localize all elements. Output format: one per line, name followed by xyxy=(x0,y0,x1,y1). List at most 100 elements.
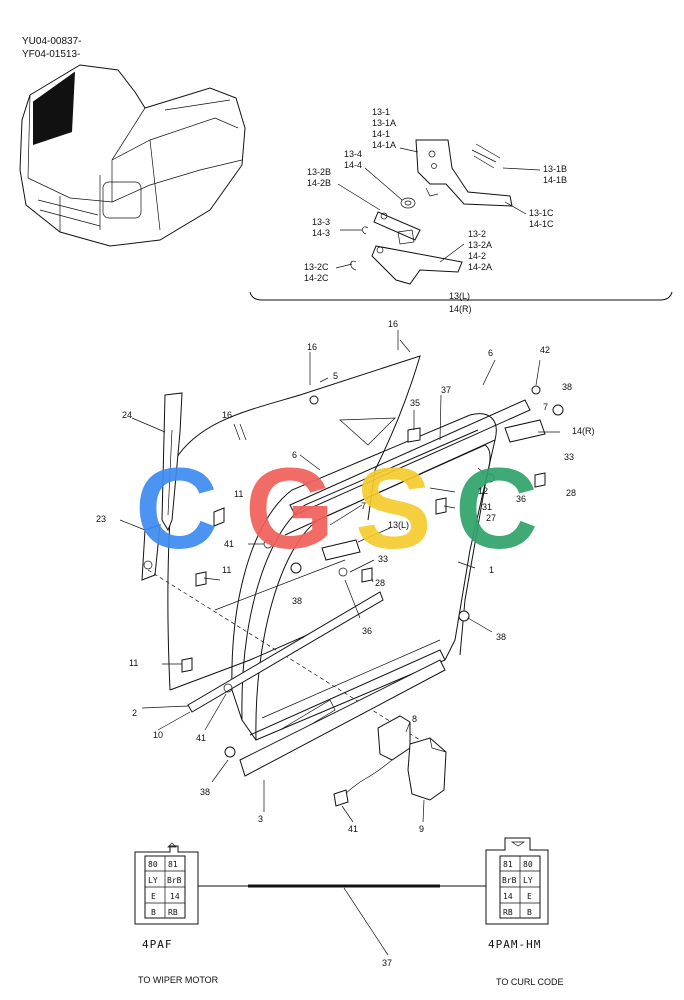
callout-14-1: 14-1 xyxy=(372,129,390,139)
callout-11-bottom: 11 xyxy=(129,658,138,668)
main-callouts: 16 16 5 6 42 37 38 35 7 24 16 14(R) 6 33… xyxy=(96,319,595,834)
callout-38-bottom: 38 xyxy=(200,787,210,797)
callout-41-top: 41 xyxy=(224,539,234,549)
callout-16-top: 16 xyxy=(388,319,398,329)
washer-tank-9 xyxy=(407,737,447,801)
door-assembly xyxy=(119,330,564,823)
callout-14-2: 14-2 xyxy=(468,251,486,261)
callout-14-3: 14-3 xyxy=(312,228,330,238)
callout-27: 27 xyxy=(486,513,496,523)
doc-code-1: YU04-00837- xyxy=(22,36,81,47)
watermark-letter-g: G xyxy=(245,445,334,573)
callout-36-mid: 36 xyxy=(362,626,372,636)
callout-13l: 13(L) xyxy=(388,520,409,530)
callout-5: 5 xyxy=(333,371,338,381)
callout-13-1b: 13-1B xyxy=(543,164,567,174)
callout-16-left: 16 xyxy=(307,342,317,352)
callout-9: 9 xyxy=(419,824,424,834)
callout-13-2b: 13-2B xyxy=(307,167,331,177)
callout-14-2b: 14-2B xyxy=(307,178,331,188)
hinge-14r xyxy=(504,419,546,443)
rod-6 xyxy=(289,399,531,516)
link-13-2 xyxy=(371,245,463,285)
wire-41 xyxy=(339,759,393,801)
link-13-2b xyxy=(373,211,421,241)
cell-4paf-r4c1: B xyxy=(151,908,156,917)
callout-14r: 14(R) xyxy=(572,426,595,436)
callout-37-top: 37 xyxy=(441,385,451,395)
callout-14-4: 14-4 xyxy=(344,160,362,170)
callout-14-1b: 14-1B xyxy=(543,175,567,185)
clip-13-2c xyxy=(350,260,357,271)
watermark-letter-c2: C xyxy=(455,445,538,573)
rail-10 xyxy=(187,591,384,713)
callout-14r-bracket: 14(R) xyxy=(449,304,472,314)
callout-7-mid: 7 xyxy=(361,501,366,511)
clip-11-a xyxy=(213,507,225,527)
callout-14-1a: 14-1A xyxy=(372,140,396,150)
bolt-42 xyxy=(531,385,541,395)
doc-code-2: YF04-01513- xyxy=(22,49,80,60)
hinge-detail xyxy=(249,139,673,301)
callout-14-1c: 14-1C xyxy=(529,219,554,229)
arm-23 xyxy=(141,524,161,581)
watermark-letter-s: S xyxy=(355,445,432,573)
callout-37-cable: 37 xyxy=(382,958,392,968)
callout-11-mid: 11 xyxy=(222,565,231,575)
cell-4paf-r1c1: 80 xyxy=(148,860,158,869)
clip-11-c xyxy=(181,657,193,673)
upper-glass-2 xyxy=(174,355,421,521)
callout-13-3: 13-3 xyxy=(312,217,330,227)
callout-16-mid: 16 xyxy=(222,410,232,420)
callout-13-1: 13-1 xyxy=(372,107,390,117)
callout-35: 35 xyxy=(410,398,420,408)
wiper-motor-8 xyxy=(377,715,411,761)
cell-4paf-r2c1: LY xyxy=(148,876,158,885)
callout-6-right: 6 xyxy=(488,348,493,358)
cell-4paf-r4c2: RB xyxy=(168,908,178,917)
watermark: C G S C xyxy=(135,445,538,573)
bolt-5 xyxy=(309,395,319,405)
callout-38-top-right: 38 xyxy=(562,382,572,392)
door-frame-1 xyxy=(231,413,497,691)
clip-11-b xyxy=(195,571,207,587)
callout-3: 3 xyxy=(258,814,263,824)
clamp-41-b xyxy=(223,683,233,693)
callout-28-mid: 28 xyxy=(375,578,385,588)
bumper-38-c xyxy=(224,746,236,758)
callout-13-4: 13-4 xyxy=(344,149,362,159)
bumper-38-d xyxy=(552,404,564,416)
callout-24: 24 xyxy=(122,410,132,420)
cell-4pam-r3c1: 14 xyxy=(503,892,513,901)
callout-38-mid: 38 xyxy=(292,596,302,606)
cab-thumbnail xyxy=(19,64,246,247)
callout-12: 12 xyxy=(478,486,488,496)
callout-10: 10 xyxy=(153,730,163,740)
callout-23: 23 xyxy=(96,514,106,524)
callout-33-right: 33 xyxy=(564,452,574,462)
clip-13-3 xyxy=(362,226,369,235)
connector-4pam-hm-name: 4PAM-HM xyxy=(488,938,541,951)
callout-1: 1 xyxy=(489,565,494,575)
cell-4pam-r3c2: E xyxy=(527,892,532,901)
spring-13-1b xyxy=(471,143,501,169)
connector-4pam-hm: 81 80 BrB LY 14 E RB B 4PAM-HM TO CURL C… xyxy=(485,837,564,987)
callout-11-top: 11 xyxy=(234,489,243,499)
bolt-28-a xyxy=(534,472,546,488)
cell-4pam-r2c2: LY xyxy=(523,876,533,885)
clip-36-b xyxy=(338,567,348,577)
cell-4paf-r3c2: 14 xyxy=(170,892,180,901)
callout-6-left: 6 xyxy=(292,450,297,460)
connector-4paf: 80 81 LY BrB E 14 B RB 4PAF TO WIPER MOT… xyxy=(134,842,219,985)
callout-38-right: 38 xyxy=(496,632,506,642)
connector-4pam-hm-caption: TO CURL CODE xyxy=(496,977,564,987)
cell-4pam-r1c1: 81 xyxy=(503,860,513,869)
cell-4pam-r2c1: BrB xyxy=(502,876,517,885)
washer-13-4 xyxy=(400,197,416,209)
bumper-38-a xyxy=(290,562,302,574)
callout-8: 8 xyxy=(412,714,417,724)
callout-36-right: 36 xyxy=(516,494,526,504)
cell-4pam-r4c2: B xyxy=(527,908,532,917)
connector-4paf-caption: TO WIPER MOTOR xyxy=(138,975,219,985)
